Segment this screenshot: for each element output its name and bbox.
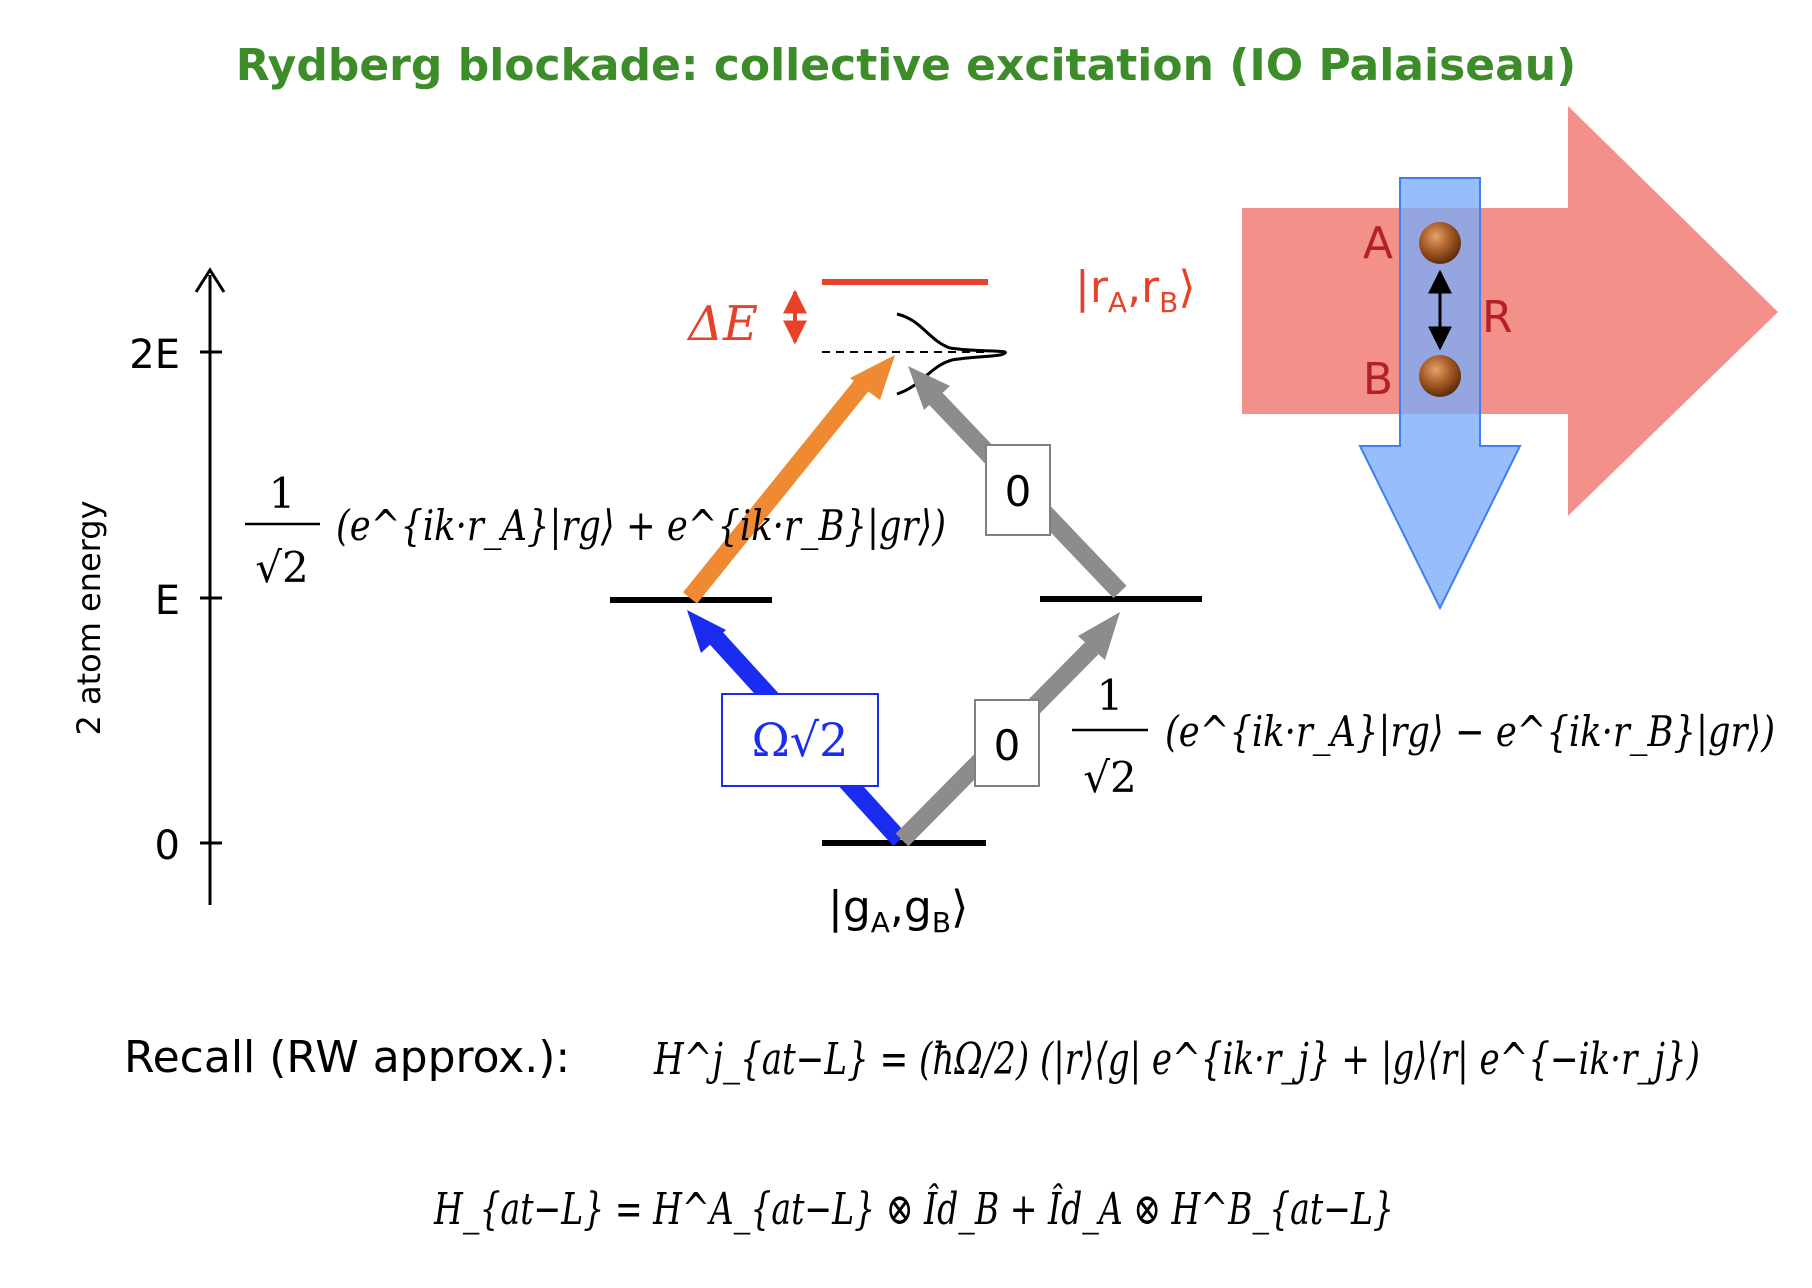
tick-label-0: 0 [155, 823, 180, 869]
antisymmetric-state-expression: (e^{ik·r_A}|rg⟩ − e^{ik·r_B}|gr⟩) [1165, 707, 1775, 756]
single-atom-hamiltonian: H^j_{at−L} = (ħΩ/2) (|r⟩⟨g| e^{ik·r_j} +… [653, 1034, 1700, 1085]
resonance-lineshape [896, 312, 1007, 396]
atom-a [1419, 222, 1461, 264]
symmetric-state-expression: (e^{ik·r_A}|rg⟩ + e^{ik·r_B}|gr⟩) [336, 501, 946, 550]
atom-b-label: B [1363, 354, 1393, 405]
symmetric-prefactor-numerator: 1 [269, 469, 296, 518]
dark-coupling-box-upper: 0 [985, 444, 1051, 536]
symmetric-to-rydberg-arrow [682, 355, 895, 604]
page-title: Rydberg blockade: collective excitation … [236, 40, 1576, 91]
antisymmetric-prefactor-denominator: √2 [1083, 753, 1136, 802]
energy-shift-label: ΔE [686, 296, 758, 352]
tick-label-e: E [155, 578, 180, 624]
antisymmetric-state-formula: 1 √2 (e^{ik·r_A}|rg⟩ − e^{ik·r_B}|gr⟩) [1072, 671, 1775, 802]
antisymmetric-prefactor-numerator: 1 [1097, 671, 1124, 720]
ground-state-label: |gA,gB⟩ [828, 882, 968, 939]
tick-label-2e: 2E [129, 332, 180, 378]
energy-axis: 2E E 0 2 atom energy [70, 267, 226, 905]
dark-coupling-box-lower: 0 [974, 699, 1040, 787]
rydberg-state-label: |rA,rB⟩ [1075, 262, 1196, 319]
atom-b [1419, 355, 1461, 397]
bright-coupling-label: Ω√2 [752, 713, 849, 767]
recall-label: Recall (RW approx.): [124, 1032, 570, 1083]
symmetric-state-formula: 1 √2 (e^{ik·r_A}|rg⟩ + e^{ik·r_B}|gr⟩) [245, 469, 946, 592]
bright-coupling-box: Ω√2 [721, 693, 879, 787]
interatomic-distance-label: R [1482, 292, 1513, 343]
axis-label: 2 atom energy [70, 500, 108, 735]
atom-a-label: A [1363, 218, 1393, 269]
symmetric-prefactor-denominator: √2 [255, 543, 308, 592]
two-atom-hamiltonian: H_{at−L} = H^A_{at−L} ⊗ Îd_B + Îd_A ⊗ H^… [433, 1182, 1394, 1235]
dark-coupling-label-upper: 0 [1005, 467, 1032, 516]
excitation-laser-beam-red [1242, 106, 1778, 516]
dark-coupling-label-lower: 0 [994, 721, 1021, 770]
